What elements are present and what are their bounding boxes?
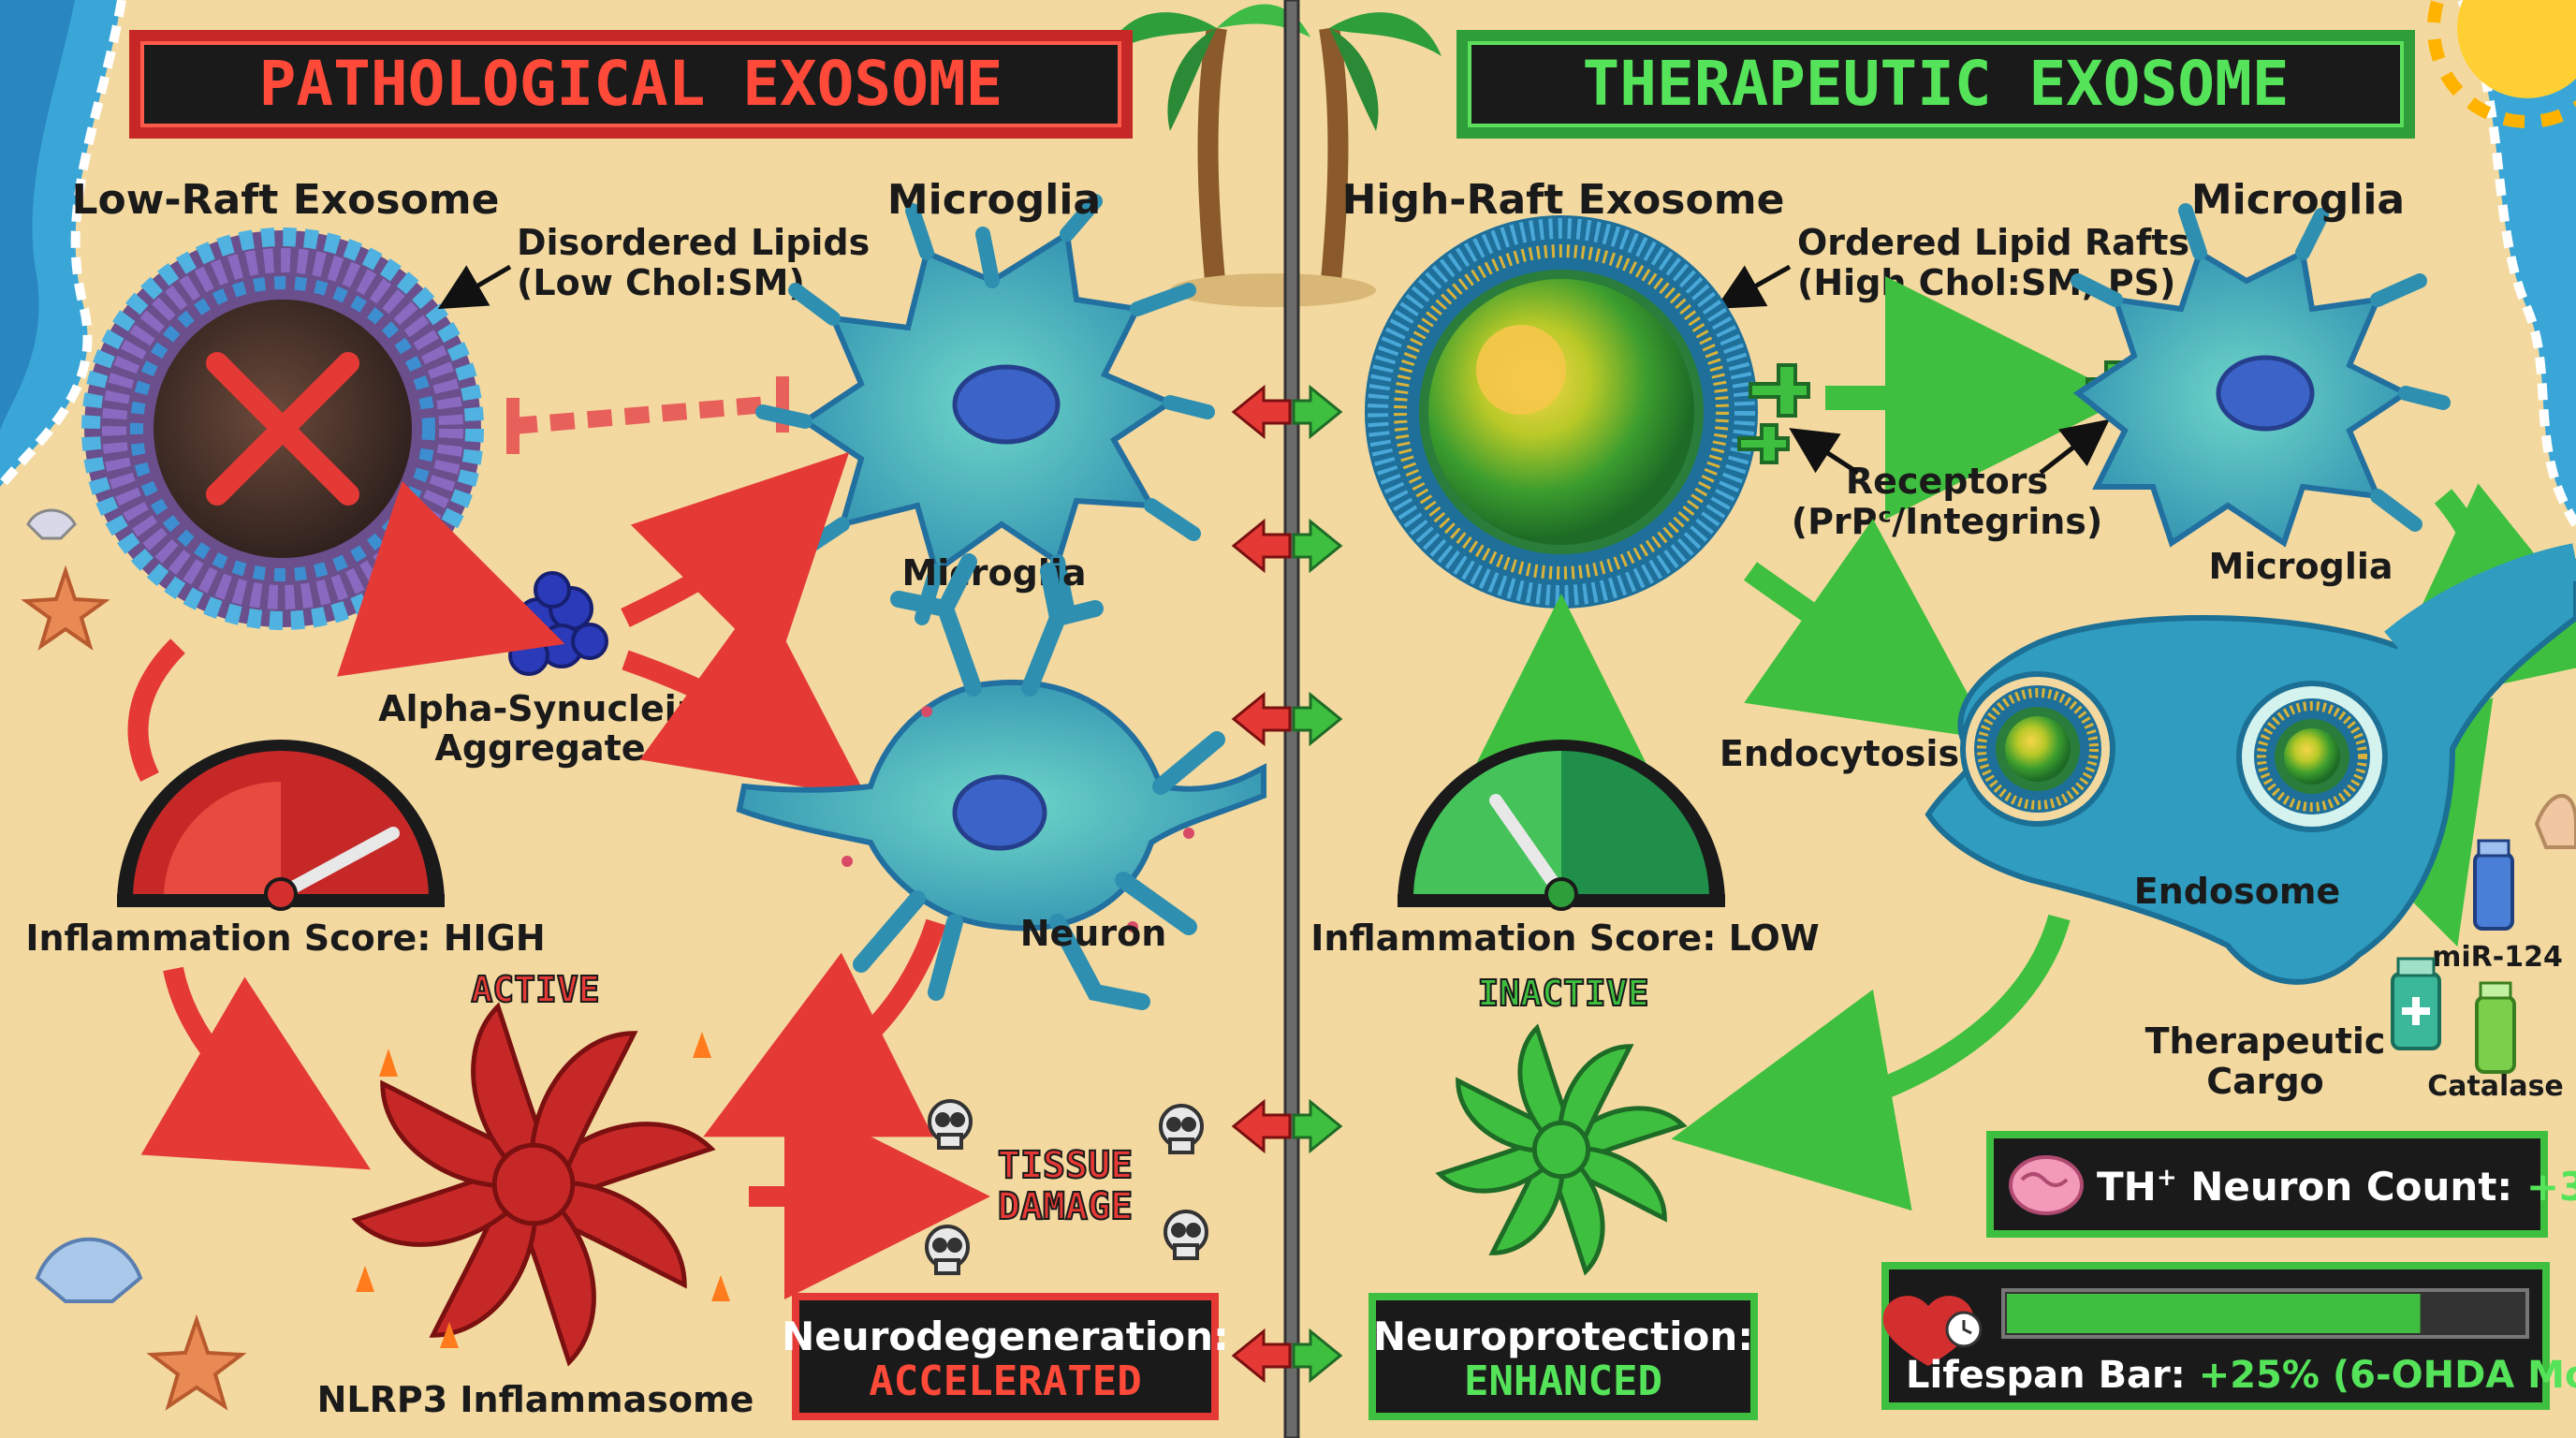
endosome-label: Endosome <box>2134 871 2340 912</box>
neuron-cell <box>736 553 1266 1010</box>
microglia-left-top-label: Microglia <box>887 176 1101 224</box>
inactive-label: INACTIVE <box>1477 973 1648 1014</box>
pathological-title: PATHOLOGICAL EXOSOME <box>259 48 1003 120</box>
neurodegeneration-box: Neurodegeneration: ACCELERATED <box>782 1293 1229 1420</box>
inactive-inflammasome-icon <box>1435 1023 1688 1276</box>
microglia-cell-right <box>2071 203 2451 548</box>
endocytosis-vesicle <box>1960 671 2115 827</box>
microglia-right-top-label: Microglia <box>2191 176 2405 224</box>
neuroprotection-box: Neuroprotection: ENHANCED <box>1368 1293 1758 1420</box>
cross-icon <box>206 352 359 506</box>
inflammation-low-label: Inflammation Score: LOW <box>1310 917 1819 959</box>
nlrp3-inflammasome-icon <box>351 1002 716 1367</box>
active-label: ACTIVE <box>471 969 599 1010</box>
mir124-label: miR-124 <box>2432 941 2563 974</box>
inflammation-high-label: Inflammation Score: HIGH <box>25 917 545 959</box>
exosome-to-aggregate-arrow <box>336 480 565 677</box>
cargo-label: Cargo <box>2206 1061 2324 1102</box>
th-neuron-count-text: TH+ Neuron Count: +35% <box>2097 1164 2576 1210</box>
inflammasome-hub <box>1531 1120 1591 1180</box>
divider-arrow-right <box>1292 691 1343 747</box>
divider-arrow-left <box>1231 384 1292 440</box>
aggregate-label: Aggregate <box>434 727 645 769</box>
palm-tree-icon <box>1105 4 1442 307</box>
fire-sparks <box>356 1032 730 1348</box>
divider-arrow-right <box>1292 384 1343 440</box>
receptors-label: Receptors <box>1846 461 2048 502</box>
divider-arrow-left <box>1231 691 1292 747</box>
sun-icon <box>2427 0 2576 128</box>
lifespan-text: Lifespan Bar: +25% (6-OHDA Model) <box>1906 1354 2576 1397</box>
disordered-lipids-label: Disordered Lipids <box>517 222 870 263</box>
vial-icon-mir124 <box>2473 839 2514 931</box>
receptors-types-label: (PrPᶜ/Integrins) <box>1792 501 2103 542</box>
inflammasome-hub <box>491 1142 576 1226</box>
therapeutic-label: Therapeutic <box>2145 1020 2386 1062</box>
th-neuron-count-box: TH+ Neuron Count: +35% <box>1986 1131 2576 1238</box>
microglia-right-mid-label: Microglia <box>2208 546 2393 587</box>
starfish-icon <box>21 565 247 1411</box>
neurodegeneration-label: Neurodegeneration: <box>782 1313 1229 1359</box>
therapeutic-title: THERAPEUTIC EXOSOME <box>1583 48 2290 120</box>
accelerated-label: ACCELERATED <box>869 1357 1141 1405</box>
exosome-to-gauge-arrow <box>127 638 185 782</box>
neuron-to-inflammasome-arrow <box>703 918 946 1137</box>
rafts-pointer-arrow <box>1715 264 1792 309</box>
inflammation-gauge-high <box>117 740 445 911</box>
lifespan-box: Lifespan Bar: +25% (6-OHDA Model) <box>1881 1262 2576 1410</box>
alpha-synuclein-label: Alpha-Synuclein <box>378 688 702 729</box>
low-chol-sm-label: (Low Chol:SM) <box>517 262 805 303</box>
vial-icon-cargo <box>2391 957 2441 1050</box>
inflammasome-label: NLRP3 Inflammasome <box>317 1379 754 1420</box>
pathological-title-banner: PATHOLOGICAL EXOSOME <box>129 30 1133 139</box>
ordered-rafts-label: Ordered Lipid Rafts <box>1797 222 2189 263</box>
neuroprotection-label: Neuroprotection: <box>1373 1313 1753 1359</box>
tissue-label: TISSUE <box>998 1144 1134 1187</box>
divider-arrow-left <box>1231 1098 1292 1154</box>
vial-icon-catalase <box>2475 981 2516 1074</box>
enhanced-label: ENHANCED <box>1464 1357 1662 1405</box>
divider-arrow-right <box>1292 1328 1343 1384</box>
heart-clock-icon <box>1882 1296 1983 1366</box>
exosome-to-endocytosis-arrow <box>1744 519 1993 741</box>
lipids-pointer-arrow <box>437 264 512 310</box>
seashell-icon <box>26 508 2576 1303</box>
catalase-label: Catalase <box>2427 1070 2564 1103</box>
skull-icon <box>925 1099 1208 1275</box>
divider-arrow-right <box>1292 1098 1343 1154</box>
lifespan-bar-fill <box>2007 1294 2421 1333</box>
brain-icon <box>2009 1155 2084 1215</box>
inflammation-gauge-low <box>1398 740 1725 911</box>
microglia-cell-left-top <box>755 194 1215 625</box>
divider-arrows <box>1231 384 1343 1384</box>
high-raft-exosome <box>1365 215 1758 609</box>
divider-arrow-left <box>1231 518 1292 574</box>
therapeutic-title-banner: THERAPEUTIC EXOSOME <box>1456 30 2415 139</box>
gauge-needle-high <box>274 827 400 901</box>
gauge-needle-low <box>1489 794 1568 901</box>
endosome <box>2236 681 2388 832</box>
gauge-to-inflammasome-arrow <box>140 966 371 1170</box>
receptor-icon <box>1737 363 1810 464</box>
neuron-label: Neuron <box>1020 913 1167 954</box>
low-raft-exosome-label: Low-Raft Exosome <box>71 176 499 224</box>
divider-arrow-left <box>1231 1328 1292 1384</box>
divider-arrow-right <box>1292 518 1343 574</box>
endocytosis-label: Endocytosis <box>1720 733 1959 774</box>
aggregate-to-neuron-arrow <box>622 593 868 798</box>
damage-label: DAMAGE <box>998 1185 1134 1228</box>
low-raft-exosome <box>81 227 484 630</box>
neuron-to-inflammasome-arrow-green <box>1671 914 2071 1211</box>
sea-right <box>2462 0 2576 524</box>
